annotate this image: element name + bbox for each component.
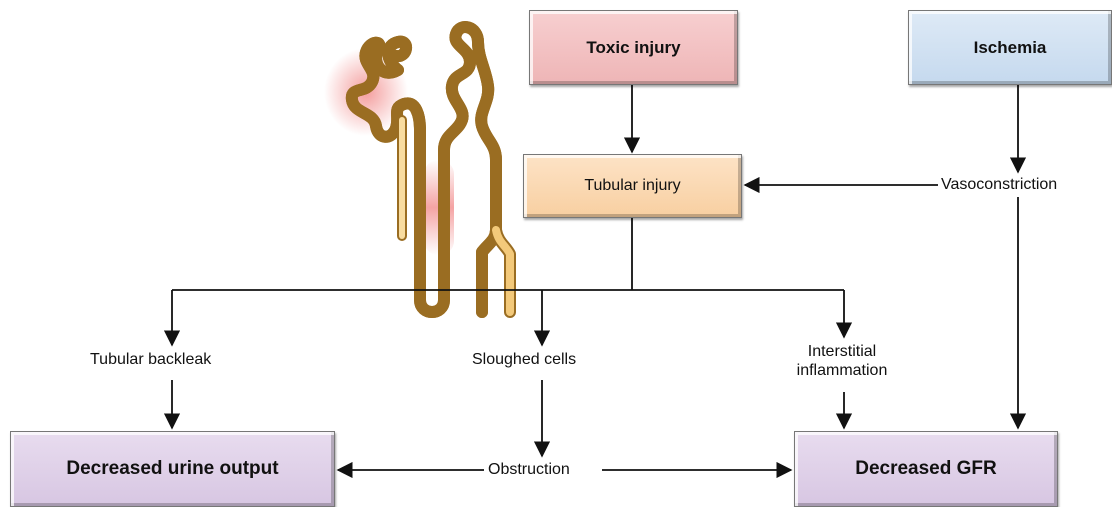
tubular-injury-box: Tubular injury bbox=[523, 154, 742, 218]
obstruction-label: Obstruction bbox=[486, 460, 572, 479]
nephron-tubule-illustration bbox=[324, 27, 510, 312]
interstitial-inflammation-label: Interstitial inflammation bbox=[778, 342, 906, 380]
decreased-urine-output-box: Decreased urine output bbox=[10, 431, 335, 507]
vasoconstriction-label: Vasoconstriction bbox=[938, 175, 1060, 194]
ischemia-box: Ischemia bbox=[908, 10, 1112, 85]
sloughed-cells-label: Sloughed cells bbox=[472, 350, 576, 369]
toxic-injury-box: Toxic injury bbox=[529, 10, 738, 85]
decreased-gfr-box: Decreased GFR bbox=[794, 431, 1058, 507]
tubular-backleak-label: Tubular backleak bbox=[90, 350, 211, 369]
